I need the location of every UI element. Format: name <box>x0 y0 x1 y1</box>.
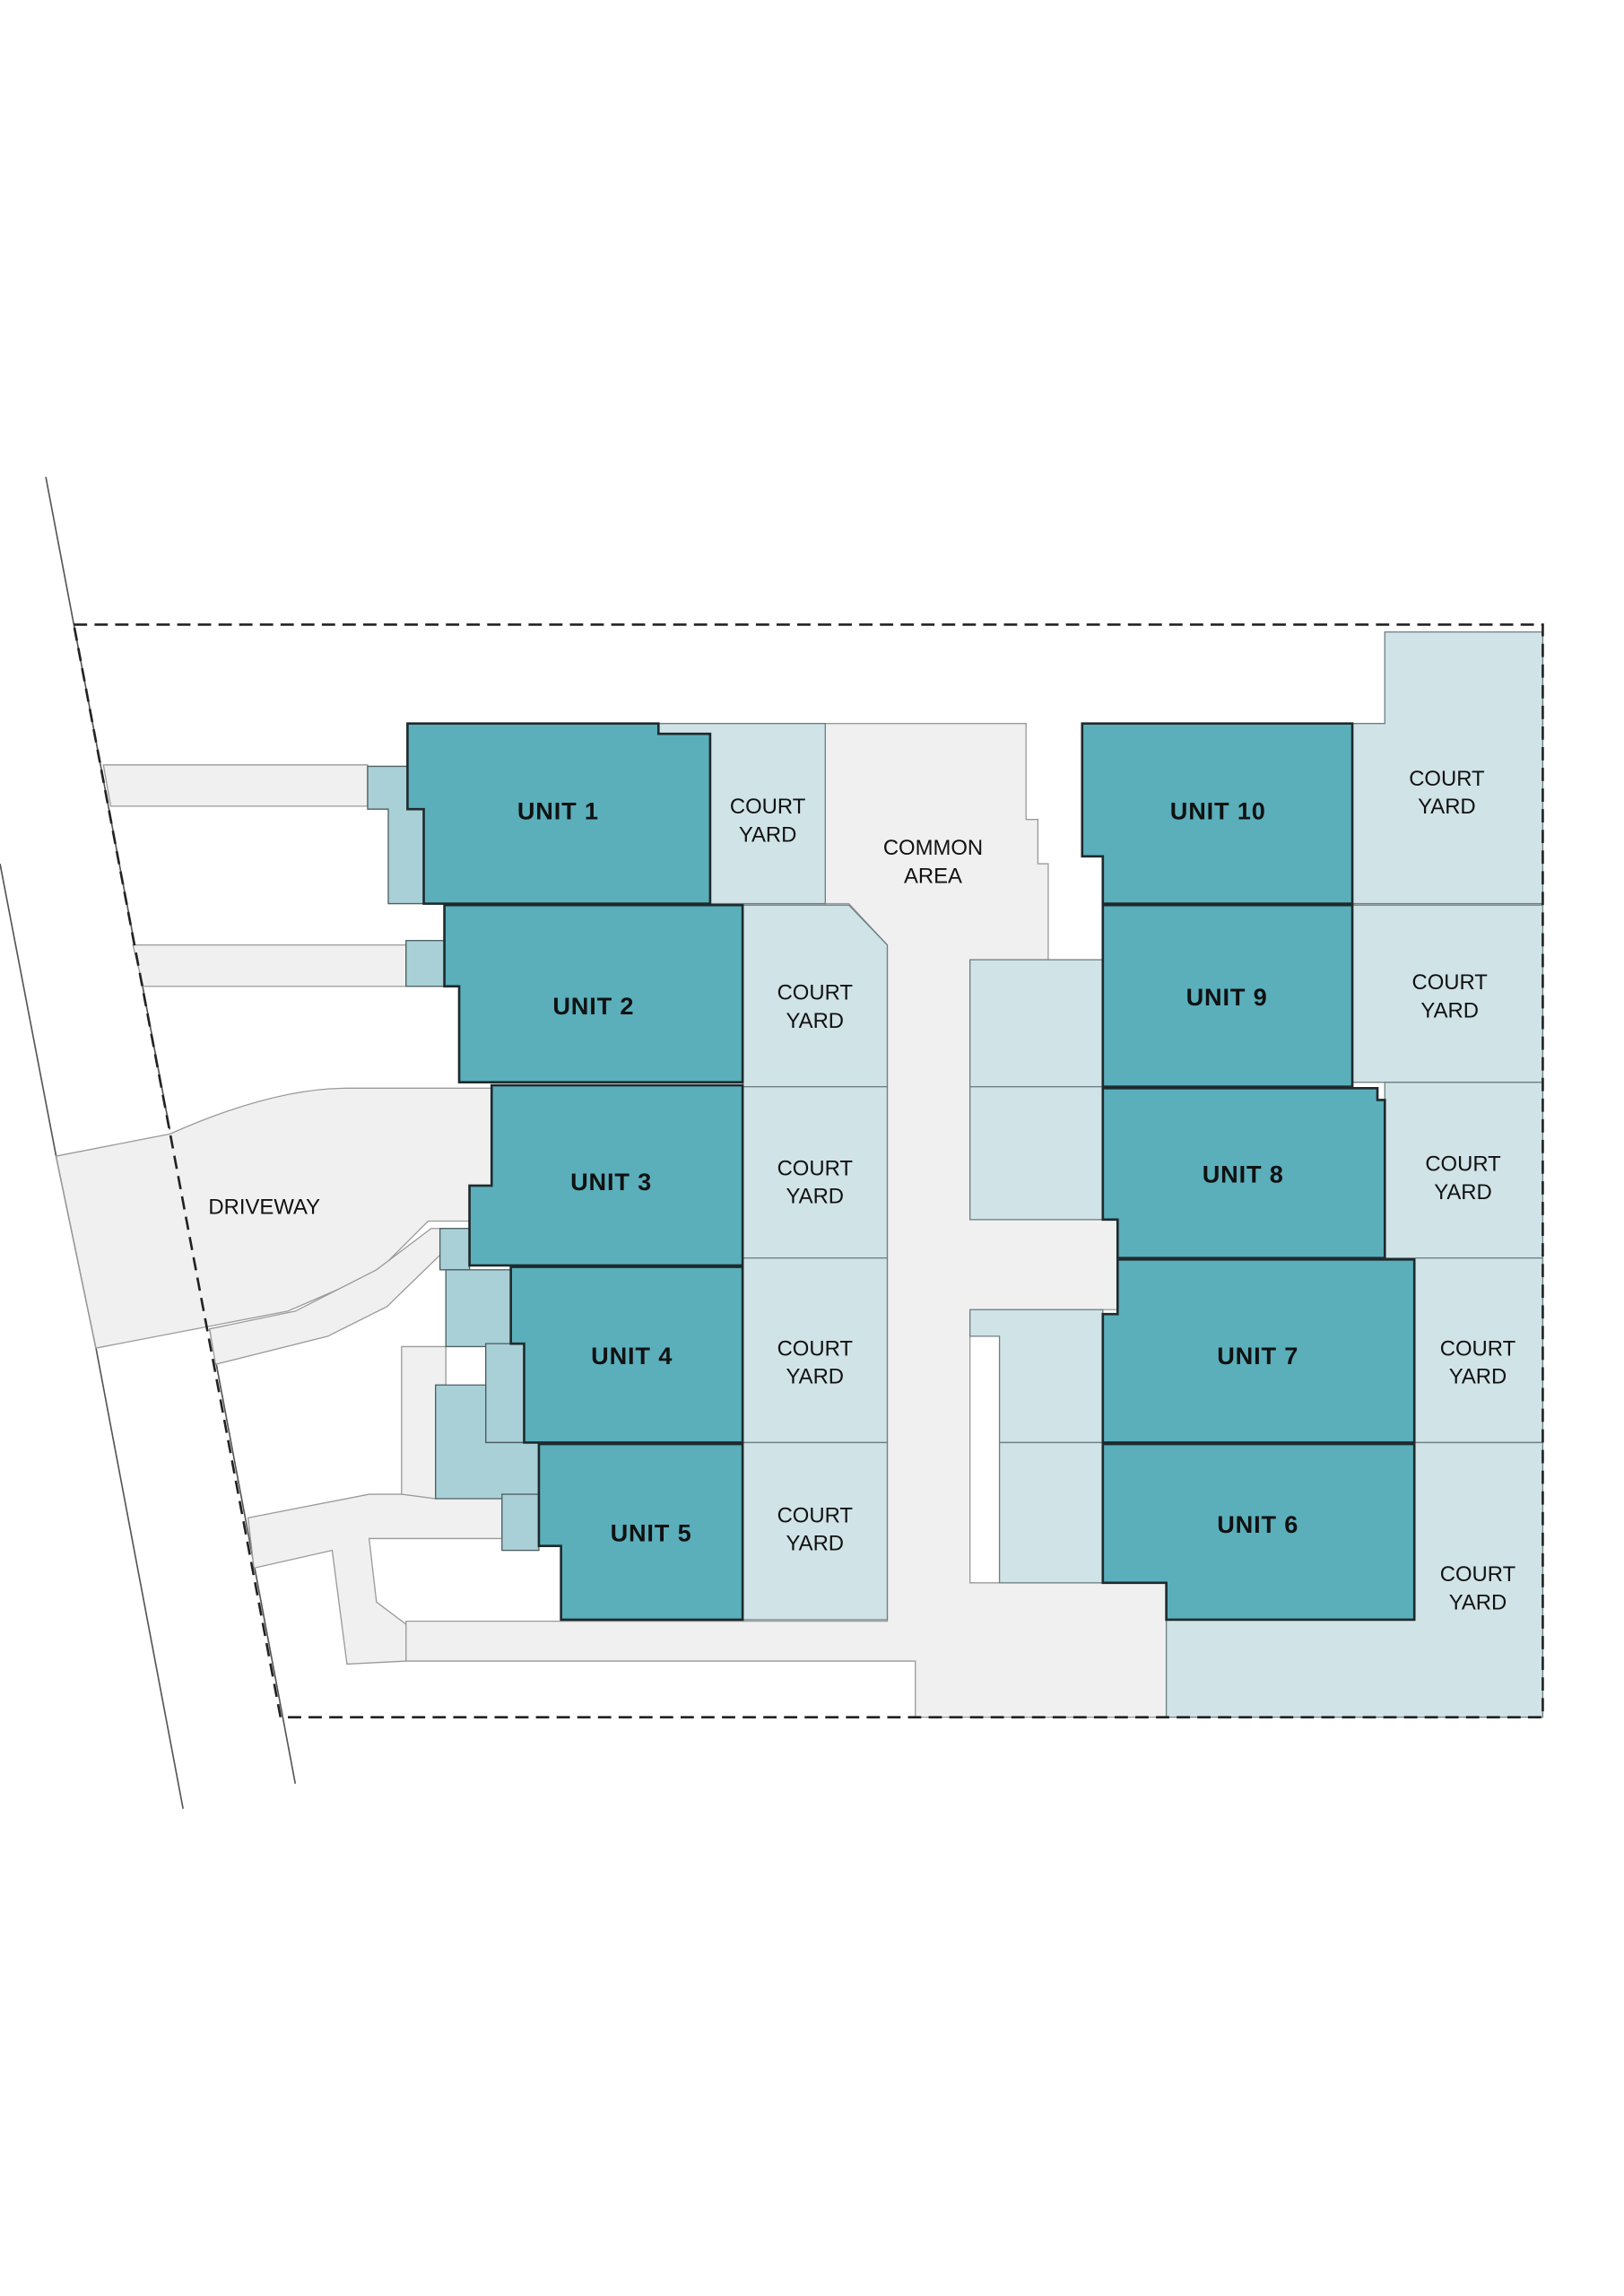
courtyard-label: COURT <box>777 1503 854 1527</box>
yard-block <box>998 1441 1104 1584</box>
unit-label: UNIT 7 <box>1217 1342 1298 1370</box>
yard-block <box>968 959 1104 1088</box>
unit-label: UNIT 2 <box>552 992 634 1020</box>
entries <box>367 765 540 1552</box>
courtyard-5 <box>742 1441 889 1621</box>
common-area-label: AREA <box>904 864 962 888</box>
courtyard-label: COURT <box>1425 1152 1501 1177</box>
unit-5[interactable] <box>537 1442 744 1622</box>
courtyard-label: COURT <box>1440 1562 1516 1587</box>
courtyard-labels: COURT YARD COURT YARD COURT YARD COURT Y… <box>730 767 1516 1615</box>
unit-6[interactable] <box>1101 1442 1416 1622</box>
common-ground <box>55 723 1168 1718</box>
courtyard-9 <box>1351 904 1544 1083</box>
unit-label: UNIT 5 <box>611 1519 692 1547</box>
yard-block <box>968 1309 1104 1444</box>
courtyard-label: COURT <box>777 981 854 1005</box>
courtyard-label: COURT <box>1409 767 1485 791</box>
unit-label: UNIT 1 <box>517 797 599 825</box>
path-unit-2 <box>132 944 407 987</box>
unit-7[interactable] <box>1101 1257 1416 1444</box>
courtyard-8 <box>1384 1082 1544 1259</box>
driveway-label: DRIVEWAY <box>208 1195 320 1219</box>
path-unit-1 <box>102 764 369 807</box>
unit-2[interactable] <box>443 903 744 1084</box>
courtyard-label: COURT <box>1411 970 1488 995</box>
courtyard-label: YARD <box>786 1009 845 1033</box>
unit-3[interactable] <box>468 1083 744 1267</box>
unit-label: UNIT 3 <box>570 1168 652 1196</box>
unit-label: UNIT 9 <box>1186 983 1268 1011</box>
courtyard-label: COURT <box>1440 1336 1516 1361</box>
courtyard-label: YARD <box>1434 1180 1492 1205</box>
site-boundary <box>73 623 1544 1718</box>
unit-label: UNIT 4 <box>591 1342 673 1370</box>
courtyard-label: YARD <box>786 1365 845 1389</box>
courtyard-4 <box>742 1257 889 1444</box>
unit-label: UNIT 10 <box>1170 797 1266 825</box>
courtyard-label: YARD <box>1449 1365 1507 1389</box>
courtyard-label: COURT <box>777 1336 854 1361</box>
unit-4[interactable] <box>509 1265 744 1444</box>
unit-10[interactable] <box>1081 722 1354 905</box>
yard-block <box>968 1086 1104 1221</box>
unit-9[interactable] <box>1101 903 1354 1088</box>
courtyard-label: YARD <box>739 822 797 847</box>
courtyard-label: COURT <box>730 795 806 819</box>
courtyard-label: YARD <box>786 1185 845 1209</box>
unit-8[interactable] <box>1101 1087 1386 1259</box>
courtyard-3 <box>742 1086 889 1259</box>
unit-1[interactable] <box>406 722 712 905</box>
driveway-area <box>55 1087 492 1349</box>
unit-label: UNIT 6 <box>1217 1510 1298 1538</box>
courtyard-label: YARD <box>786 1532 845 1556</box>
courtyard-label: YARD <box>1418 795 1476 819</box>
courtyard-label: YARD <box>1420 998 1479 1022</box>
courtyard-label: COURT <box>777 1156 854 1180</box>
unit-label: UNIT 8 <box>1203 1161 1284 1188</box>
common-area-label: COMMON <box>883 836 983 860</box>
unit-labels: UNIT 1 UNIT 2 UNIT 3 UNIT 4 UNIT 5 UNIT … <box>517 797 1298 1547</box>
courtyard-label: YARD <box>1449 1590 1507 1614</box>
